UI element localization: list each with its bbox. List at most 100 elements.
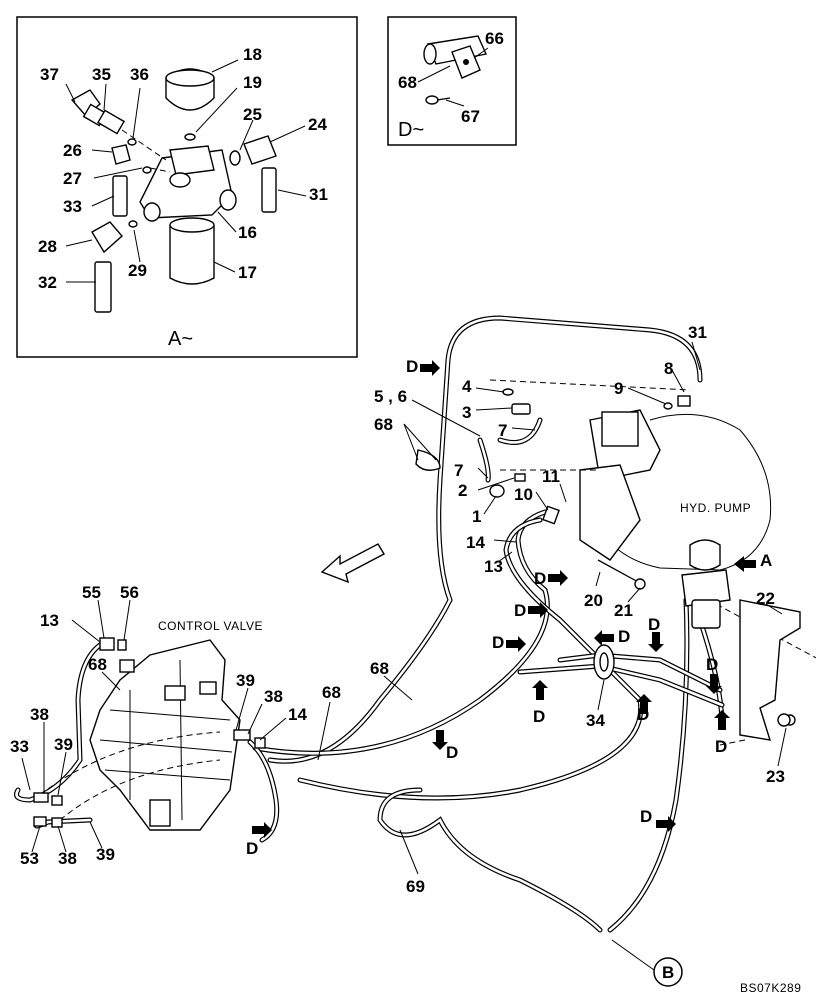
d-markers bbox=[252, 360, 756, 838]
accumulator-18 bbox=[165, 68, 215, 111]
label-66: 66 bbox=[485, 29, 504, 48]
d-marker-arrow bbox=[532, 680, 548, 700]
label-33: 33 bbox=[10, 737, 29, 756]
label-39-left: 39 bbox=[54, 735, 73, 754]
label-24: 24 bbox=[308, 115, 327, 134]
label-68-inset: 68 bbox=[398, 73, 417, 92]
d-marker-arrow bbox=[594, 630, 614, 646]
label-39-right: 39 bbox=[236, 671, 255, 690]
d-marker-arrow bbox=[506, 636, 526, 652]
label-8: 8 bbox=[664, 359, 673, 378]
label-11: 11 bbox=[542, 467, 560, 486]
d-marker-arrow bbox=[432, 730, 448, 750]
d-marker-arrow bbox=[656, 816, 676, 832]
label-21: 21 bbox=[614, 601, 633, 620]
d-label: D bbox=[406, 357, 418, 376]
forward-direction-arrow bbox=[320, 543, 385, 584]
d-label: D bbox=[492, 633, 504, 652]
filter-bowl-17 bbox=[169, 217, 215, 285]
label-39-bottom: 39 bbox=[96, 845, 115, 864]
label-69: 69 bbox=[406, 877, 425, 896]
label-28: 28 bbox=[38, 237, 57, 256]
d-label: D bbox=[446, 743, 458, 762]
grommet-34 bbox=[593, 644, 615, 680]
d-marker-arrow bbox=[548, 570, 568, 586]
inset-d-caption: D~ bbox=[398, 119, 424, 141]
label-34: 34 bbox=[586, 711, 605, 730]
d-marker-arrow bbox=[420, 360, 440, 376]
label-1: 1 bbox=[472, 507, 481, 526]
control-valve bbox=[39, 639, 241, 831]
d-label: D bbox=[534, 569, 546, 588]
label-35: 35 bbox=[92, 65, 111, 84]
drawing-code: BS07K289 bbox=[740, 981, 801, 995]
d-marker-arrow bbox=[528, 602, 548, 618]
label-7-a: 7 bbox=[498, 421, 507, 440]
label-31: 31 bbox=[688, 323, 707, 342]
d-label: D bbox=[715, 737, 727, 756]
control-valve-caption: CONTROL VALVE bbox=[158, 619, 263, 633]
bolt-67 bbox=[425, 95, 439, 105]
d-marker-arrow bbox=[636, 694, 652, 714]
label-68-low: 68 bbox=[322, 683, 341, 702]
inset-a-caption: A~ bbox=[168, 328, 193, 350]
label-22: 22 bbox=[756, 589, 775, 608]
d-label: D bbox=[246, 839, 258, 858]
label-32: 32 bbox=[38, 273, 57, 292]
label-27: 27 bbox=[63, 169, 82, 188]
label-55: 55 bbox=[82, 583, 101, 602]
ref-b-label: B bbox=[662, 963, 674, 982]
label-56: 56 bbox=[120, 583, 139, 602]
d-label: D bbox=[514, 601, 526, 620]
label-36: 36 bbox=[130, 65, 149, 84]
part-labels: 18 19 25 24 37 35 36 26 27 33 31 16 28 2… bbox=[10, 29, 801, 995]
label-38-bottom: 38 bbox=[58, 849, 77, 868]
hyd-pump-caption: HYD. PUMP bbox=[680, 501, 751, 515]
label-13-top: 13 bbox=[484, 557, 503, 576]
inset-d-frame bbox=[387, 16, 517, 146]
label-14-valve: 14 bbox=[288, 705, 307, 724]
d-marker-arrow bbox=[714, 710, 730, 730]
label-68-top: 68 bbox=[374, 415, 393, 434]
d-marker-arrow bbox=[706, 674, 722, 694]
view-a-arrow bbox=[734, 556, 756, 572]
label-10: 10 bbox=[514, 485, 533, 504]
hydraulic-pump bbox=[489, 379, 816, 659]
label-16: 16 bbox=[238, 223, 257, 242]
inset-a-leaders bbox=[65, 59, 307, 283]
label-26: 26 bbox=[63, 141, 82, 160]
filter-assembly bbox=[681, 539, 731, 629]
label-37: 37 bbox=[40, 65, 59, 84]
label-29: 29 bbox=[128, 261, 147, 280]
oring-19 bbox=[184, 133, 196, 141]
inset-d bbox=[387, 16, 517, 146]
d-marker-arrow bbox=[252, 822, 272, 838]
label-38-right: 38 bbox=[264, 687, 283, 706]
label-38-left: 38 bbox=[30, 705, 49, 724]
label-33-inset: 33 bbox=[63, 197, 82, 216]
label-68-valve: 68 bbox=[88, 655, 107, 674]
label-9: 9 bbox=[614, 379, 623, 398]
label-13-left: 13 bbox=[40, 611, 59, 630]
label-31-inset: 31 bbox=[309, 185, 328, 204]
label-4: 4 bbox=[462, 377, 472, 396]
d-label: D bbox=[637, 705, 649, 724]
d-label: D bbox=[706, 655, 718, 674]
label-23: 23 bbox=[766, 767, 785, 786]
d-label: D bbox=[533, 707, 545, 726]
label-5-6: 5 , 6 bbox=[374, 387, 407, 406]
label-19: 19 bbox=[243, 73, 262, 92]
label-3: 3 bbox=[462, 403, 471, 422]
filter-head-16 bbox=[139, 145, 237, 222]
d-marker-arrow bbox=[648, 632, 664, 652]
label-17: 17 bbox=[238, 263, 257, 282]
label-68-mid: 68 bbox=[370, 659, 389, 678]
d-label: D bbox=[618, 627, 630, 646]
hoses bbox=[14, 315, 725, 933]
ref-b-circle bbox=[653, 957, 683, 987]
label-7-b: 7 bbox=[454, 461, 463, 480]
inset-a bbox=[16, 16, 358, 358]
d-label: D bbox=[640, 807, 652, 826]
label-18: 18 bbox=[243, 45, 262, 64]
